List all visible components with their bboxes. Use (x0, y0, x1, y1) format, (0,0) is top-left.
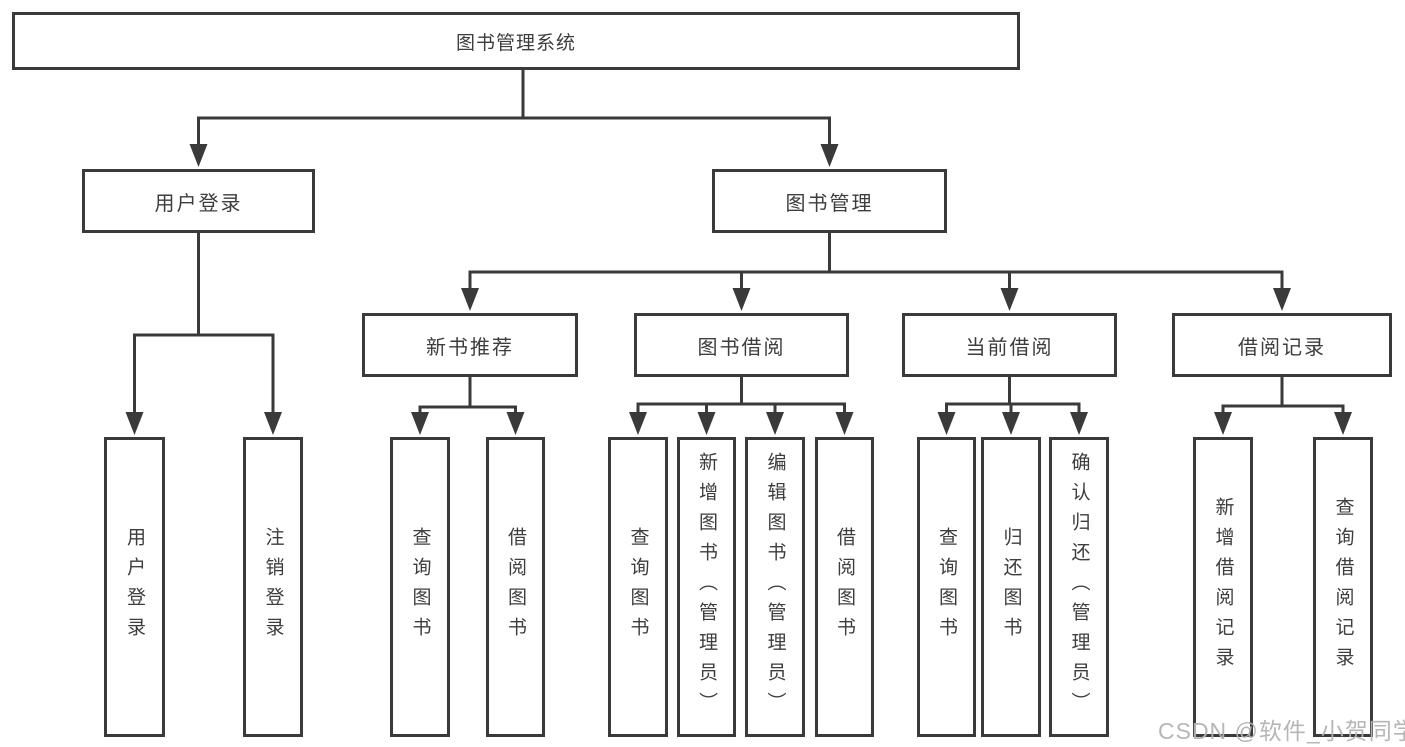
node-book-borrow: 图书借阅 (634, 313, 849, 377)
leaf-bb-edit-books-admin-label: 编辑图书（管理员） (764, 452, 786, 722)
leaf-cb-confirm-return-admin: 确认归还（管理员） (1049, 437, 1109, 737)
leaf-cb-return-books: 归还图书 (981, 437, 1041, 737)
leaf-bb-query-books: 查询图书 (608, 437, 668, 737)
leaf-nbr-borrow-books: 借阅图书 (486, 437, 545, 737)
leaf-logout: 注销登录 (243, 437, 303, 737)
leaf-cb-confirm-return-admin-label: 确认归还（管理员） (1068, 452, 1090, 722)
node-borrow-records: 借阅记录 (1172, 313, 1392, 377)
leaf-bb-edit-books-admin: 编辑图书（管理员） (745, 437, 805, 737)
leaf-cb-query-books: 查询图书 (917, 437, 976, 737)
watermark: CSDN @软件_小贺同学 (1158, 718, 1405, 744)
node-current-borrow: 当前借阅 (902, 313, 1117, 377)
leaf-user-login: 用户登录 (104, 437, 165, 737)
leaf-cb-return-books-label: 归还图书 (1000, 527, 1022, 647)
node-new-book-recommend: 新书推荐 (362, 313, 578, 377)
leaf-user-login-label: 用户登录 (124, 527, 145, 647)
leaf-cb-query-books-label: 查询图书 (936, 527, 957, 647)
node-user-login: 用户登录 (82, 169, 315, 233)
leaf-br-query-record: 查询借阅记录 (1313, 437, 1373, 737)
leaf-logout-label: 注销登录 (262, 527, 284, 647)
leaf-nbr-query-books-label: 查询图书 (409, 527, 431, 647)
leaf-br-query-record-label: 查询借阅记录 (1332, 497, 1354, 677)
leaf-br-add-record: 新增借阅记录 (1193, 437, 1253, 737)
leaf-nbr-query-books: 查询图书 (390, 437, 450, 737)
leaf-nbr-borrow-books-label: 借阅图书 (505, 527, 526, 647)
leaf-bb-borrow-books: 借阅图书 (815, 437, 874, 737)
leaf-br-add-record-label: 新增借阅记录 (1212, 497, 1234, 677)
leaf-bb-query-books-label: 查询图书 (627, 527, 649, 647)
node-book-management: 图书管理 (712, 169, 947, 233)
leaf-bb-add-books-admin: 新增图书（管理员） (677, 437, 736, 737)
leaf-bb-add-books-admin-label: 新增图书（管理员） (696, 452, 717, 722)
leaf-bb-borrow-books-label: 借阅图书 (834, 527, 855, 647)
node-root-system: 图书管理系统 (12, 12, 1020, 70)
